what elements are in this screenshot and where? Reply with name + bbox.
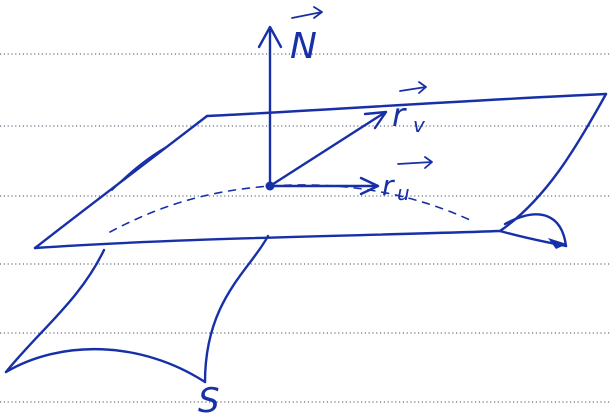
- surface: [4, 213, 568, 384]
- normal-label-arrow: [291, 6, 323, 19]
- surface-left-edge: [4, 248, 106, 374]
- r-v-label: r: [392, 96, 407, 134]
- r-u-subscript: u: [397, 181, 410, 205]
- hidden-surface-curve: [109, 184, 471, 233]
- plane-right-edge: [498, 92, 608, 233]
- surface-inner-fold: [203, 234, 270, 384]
- tangent-plane: [33, 92, 608, 250]
- ruled-lines: [0, 53, 610, 403]
- normal-label: N: [290, 26, 317, 67]
- r-v-label-arrow: [399, 81, 427, 94]
- r-u-label: r: [382, 169, 395, 202]
- plane-front-edge: [33, 229, 502, 250]
- plane-left-edge-stroke: [111, 145, 169, 191]
- r-u-label-arrow: [397, 156, 433, 169]
- r-v-vector: [268, 111, 386, 188]
- r-v-arrowhead: [363, 110, 388, 130]
- r-u-arrowhead: [359, 176, 380, 196]
- labels: N r v r u S: [198, 6, 433, 417]
- r-v-subscript: v: [413, 113, 426, 137]
- normal-arrowhead: [257, 25, 283, 49]
- plane-top-edge: [205, 92, 608, 118]
- vectors: [257, 25, 388, 196]
- surface-label: S: [198, 381, 220, 417]
- surface-bottom-edge: [4, 347, 207, 384]
- surface-right-wing-tip: [548, 238, 567, 249]
